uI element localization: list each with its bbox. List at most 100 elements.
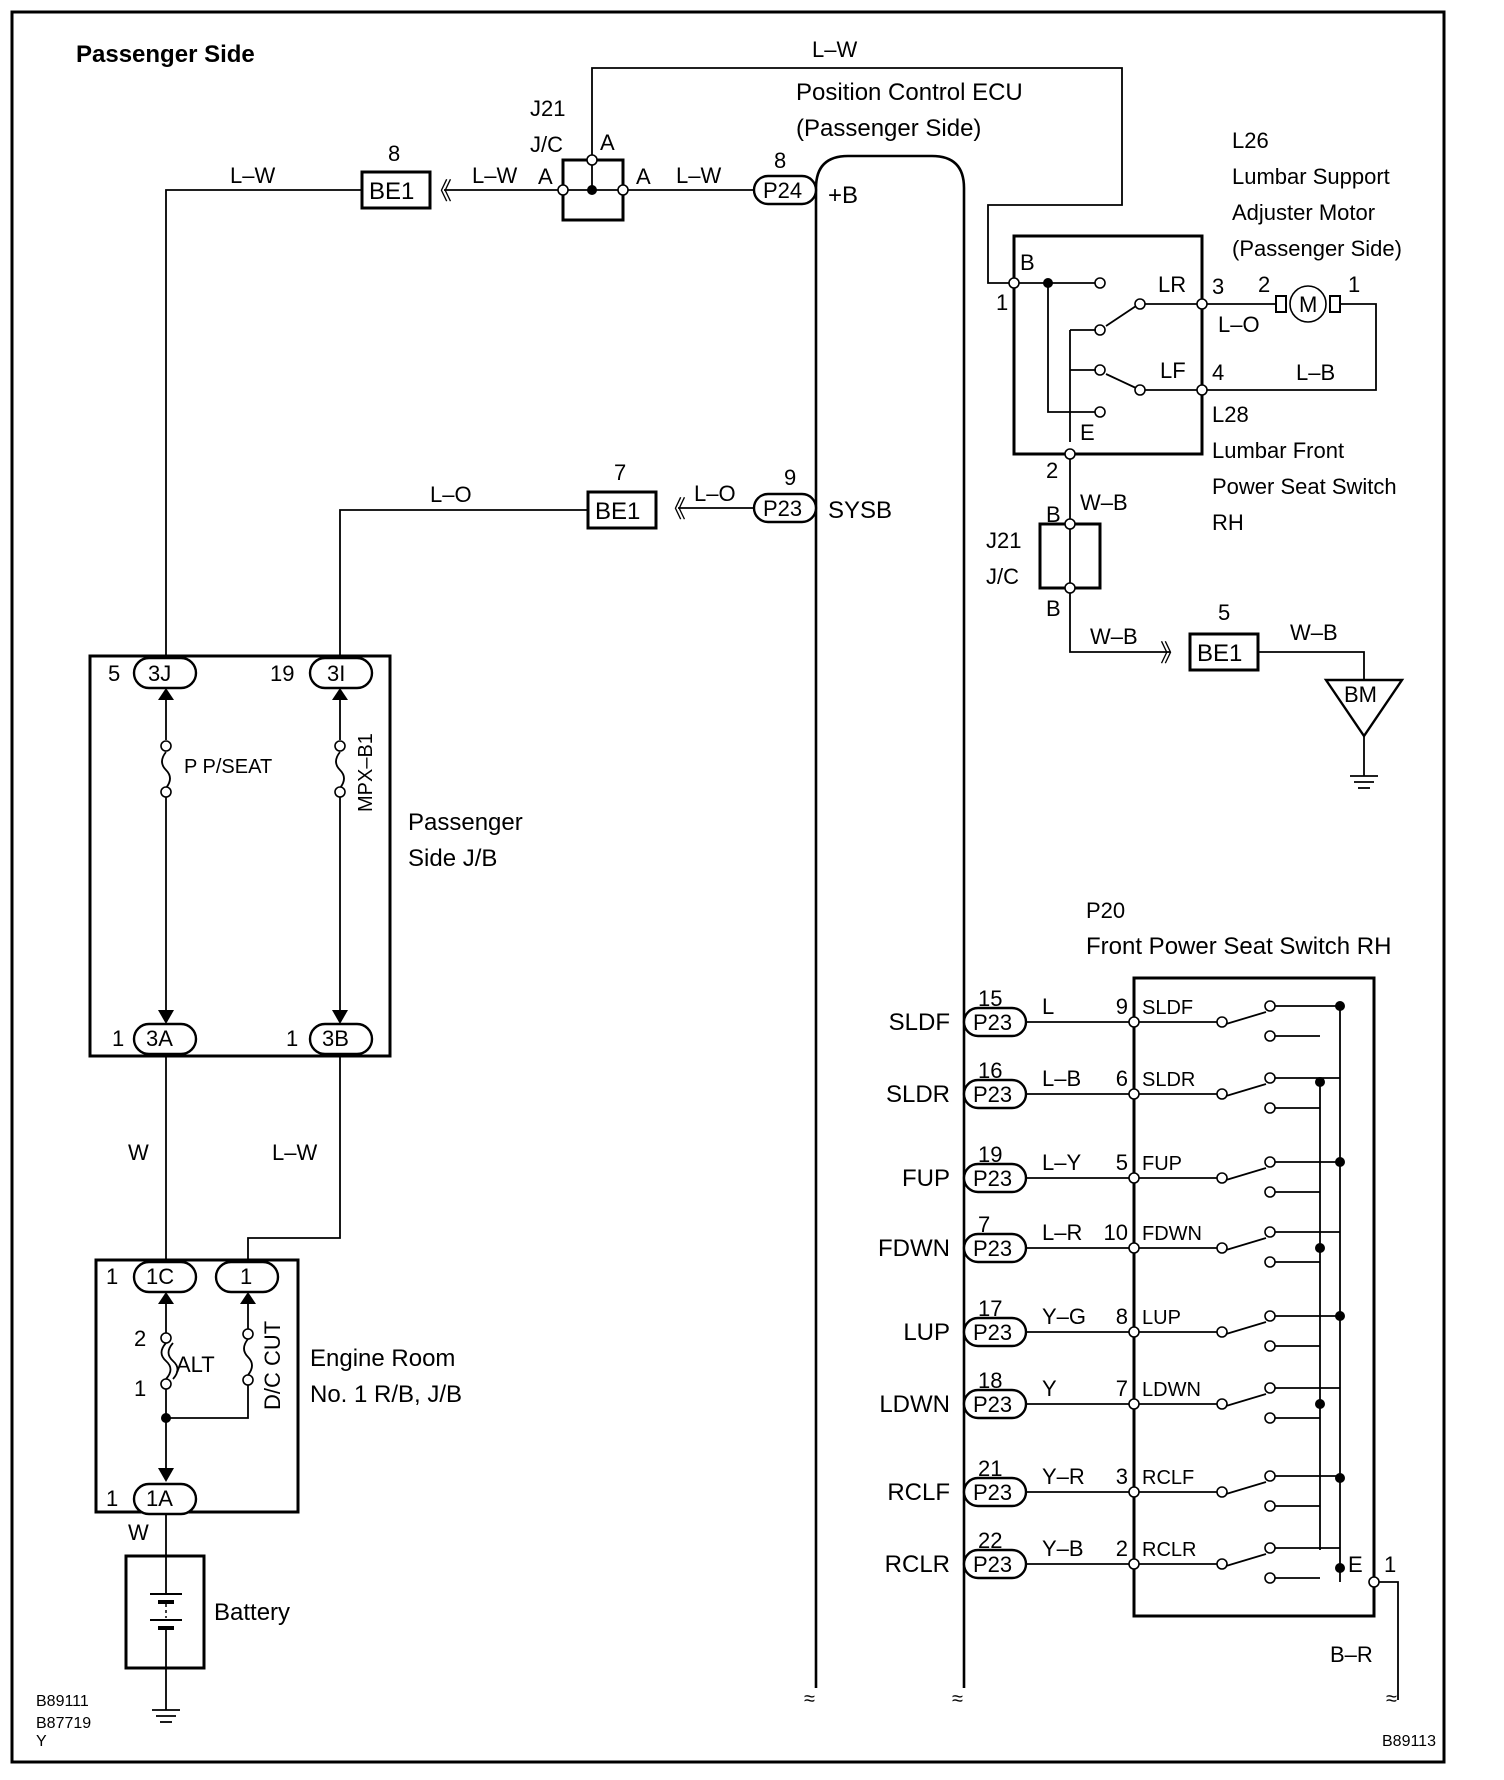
jb-3j-pin: 5 <box>108 661 120 686</box>
l28-lf: LF <box>1160 358 1186 383</box>
engine-1a-pin: 1 <box>106 1486 118 1511</box>
bm-label: BM <box>1344 682 1377 707</box>
engine-1a-connector <box>132 1482 198 1516</box>
p23-label-rclf: P23 <box>973 1480 1012 1505</box>
wire-label-lw-p24: L–W <box>676 163 721 188</box>
jb-3i-connector <box>308 656 374 690</box>
ecu-plus-b-label: +B <box>828 182 858 209</box>
p24-label: P24 <box>763 178 802 203</box>
jb-3j-label: 3J <box>148 661 171 686</box>
wire-label-lb-motor: L–B <box>1296 360 1335 385</box>
be1-gnd-label: BE1 <box>1197 640 1242 667</box>
wire-label-lw-jb: L–W <box>272 1140 317 1165</box>
p20-ref: P20 <box>1086 898 1125 923</box>
svg-text:≈: ≈ <box>1386 1688 1397 1710</box>
l26-pin1: 1 <box>1348 272 1360 297</box>
position-control-ecu: Position Control ECU (Passenger Side) ≈ … <box>796 79 1023 1710</box>
l26-ref: L26 <box>1232 128 1269 153</box>
p20-terminal-rclf <box>1128 1486 1140 1498</box>
be1-connector-top <box>360 170 432 210</box>
wire-label-lw-left: L–W <box>230 163 275 188</box>
p20-terminal-fdwn <box>1128 1242 1140 1254</box>
l28-line3: RH <box>1212 510 1244 535</box>
p20-terminal-ldwn <box>1128 1398 1140 1410</box>
engine-label-line2: No. 1 R/B, J/B <box>310 1381 462 1408</box>
l26-line3: (Passenger Side) <box>1232 236 1402 261</box>
ecu-terminal-rclr: RCLR <box>885 1551 950 1578</box>
wire-label-w-battery: W <box>128 1520 149 1545</box>
p20-pin-lup: 8 <box>1116 1304 1128 1329</box>
sysb-lo-circuit: 9 P23 L–O 《 7 BE1 L–O <box>339 460 818 656</box>
be1-mid-label: BE1 <box>595 498 640 525</box>
fuse-alt-bot-pin: 1 <box>134 1376 146 1401</box>
p20-pin-rclf: 3 <box>1116 1464 1128 1489</box>
p23-label-fup: P23 <box>973 1166 1012 1191</box>
top-lw-circuit: L–W J21 J/C A A A L–W 8 P24 L–W 《 8 BE1 … <box>165 37 1123 656</box>
fuse-mpx-b1: MPX–B1 <box>355 733 377 812</box>
jb-3a-pin: 1 <box>112 1026 124 1051</box>
ecu-terminal-lup: LUP <box>903 1319 950 1346</box>
p20-label-rclf: RCLF <box>1142 1467 1194 1489</box>
battery-label: Battery <box>214 1599 290 1626</box>
diagram-frame <box>10 10 1446 1764</box>
j21-top-pin-a-left: A <box>538 164 553 189</box>
ecu-terminal-rclf: RCLF <box>887 1479 950 1506</box>
code-right: B89113 <box>1382 1733 1436 1750</box>
wire-label-lo-motor: L–O <box>1218 312 1260 337</box>
motor-symbol: M <box>1299 292 1317 317</box>
svg-text:《: 《 <box>662 496 686 523</box>
be1-connector-mid <box>586 490 658 530</box>
p20-pin-rclr: 2 <box>1116 1536 1128 1561</box>
l28-line1: Lumbar Front <box>1212 438 1344 463</box>
l28-e: E <box>1080 420 1095 445</box>
p20-e-pin: 1 <box>1384 1552 1396 1577</box>
jb-label-line2: Side J/B <box>408 845 497 872</box>
be1-mid-pin: 7 <box>614 460 626 485</box>
j21-top-name: J21 <box>530 96 565 121</box>
l28-lr: LR <box>1158 272 1186 297</box>
front-power-seat-switch-p20: P20 Front Power Seat Switch RH E 1 ≈ B–R <box>1086 898 1399 1710</box>
l28-b: B <box>1020 250 1035 275</box>
engine-1-label: 1 <box>240 1264 252 1289</box>
fuse-alt-top-pin: 2 <box>134 1326 146 1351</box>
wire-label-rclf: Y–R <box>1042 1464 1085 1489</box>
jb-3i-pin: 19 <box>270 661 294 686</box>
engine-1c-label: 1C <box>146 1264 174 1289</box>
p20-terminal-sldr <box>1128 1088 1140 1100</box>
p23-sysb-pin: 9 <box>784 465 796 490</box>
code-left-2: B87719 <box>36 1715 91 1732</box>
p23-label-lup: P23 <box>973 1320 1012 1345</box>
l26-line2: Adjuster Motor <box>1232 200 1375 225</box>
be1-connector-ground <box>1188 632 1260 672</box>
wire-label-wb-j21: W–B <box>1080 490 1128 515</box>
j21-mid-pin-b-top: B <box>1046 502 1061 527</box>
wire-label-rclr: Y–B <box>1042 1536 1084 1561</box>
l26-pin2: 2 <box>1258 272 1270 297</box>
wire-label-br: B–R <box>1330 1642 1373 1667</box>
be1-gnd-pin: 5 <box>1218 600 1230 625</box>
fuse-alt-label: ALT <box>176 1352 215 1377</box>
p20-label-ldwn: LDWN <box>1142 1379 1201 1401</box>
p20-pin-sldr: 6 <box>1116 1066 1128 1091</box>
p20-terminal-lup <box>1128 1326 1140 1338</box>
wire-label-ldwn: Y <box>1042 1376 1057 1401</box>
p23-label-fdwn: P23 <box>973 1236 1012 1261</box>
j21-mid-name: J21 <box>986 528 1021 553</box>
be1-top-label: BE1 <box>369 178 414 205</box>
p20-e: E <box>1348 1552 1363 1577</box>
j21-mid-jc: J/C <box>986 564 1019 589</box>
ecu-terminal-sldf: SLDF <box>889 1009 950 1036</box>
j21-top-pin-a-top: A <box>600 130 615 155</box>
passenger-side-jb: 5 3J 19 3I P P/SEAT MPX–B1 1 3A 1 3B Pas… <box>88 654 523 1058</box>
p23-label-rclr: P23 <box>973 1552 1012 1577</box>
l26-line1: Lumbar Support <box>1232 164 1390 189</box>
j21-mid-and-ground: W–B B J21 J/C B W–B 》 5 BE1 W–B BM <box>986 459 1405 789</box>
j21-top-pin-a-right: A <box>636 164 651 189</box>
lumbar-switch-l28: 1 B LR LF 3 4 E 2 L28 Lumbar Front Power… <box>996 234 1397 535</box>
ecu-name-line1: Position Control ECU <box>796 79 1023 106</box>
be1-top-pin: 8 <box>388 141 400 166</box>
ecu-sysb-label: SYSB <box>828 497 892 524</box>
engine-room-rb-jb: 1 1C 1 2 1 ALT D/C CUT 1 1A Engine Room … <box>94 1258 462 1516</box>
